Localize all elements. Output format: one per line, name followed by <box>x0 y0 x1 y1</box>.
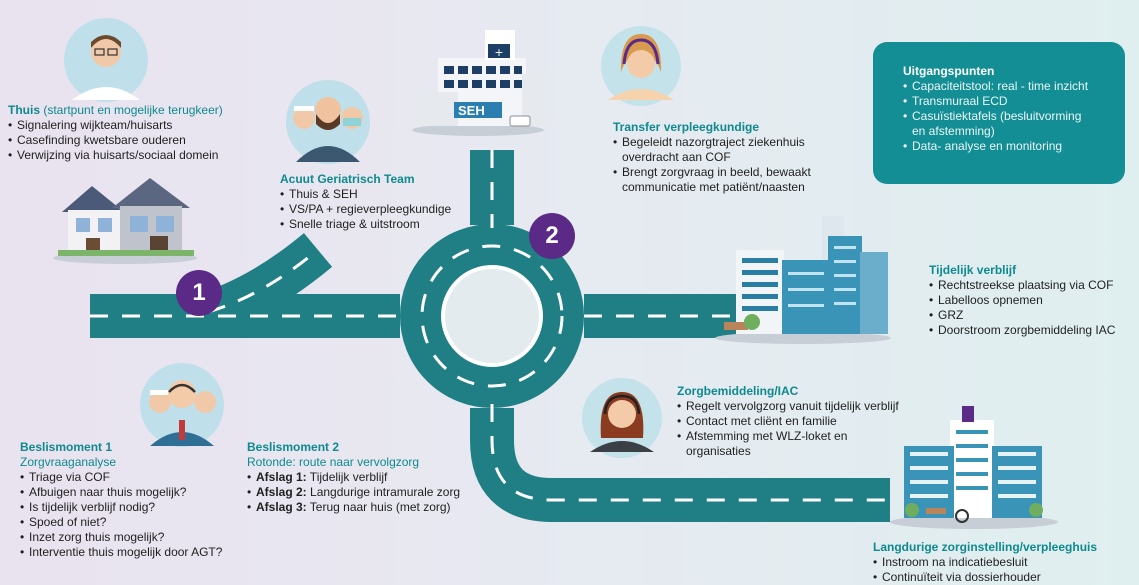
temporary-stay-building-icon <box>715 216 891 344</box>
agt-team-avatar <box>286 80 370 164</box>
afslag-label: Afslag 2: <box>256 485 307 499</box>
uitgangspunten-item: Data- analyse en monitoring <box>903 139 1115 154</box>
seh-sign: SEH <box>458 103 485 118</box>
tijdelijk-item: GRZ <box>929 308 1137 323</box>
tijdelijk-item: Labelloos opnemen <box>929 293 1137 308</box>
langdurig-block: Langdurige zorginstelling/verpleeghuis I… <box>873 540 1135 585</box>
agt-item: VS/PA + regieverpleegkundige <box>280 202 490 217</box>
road-network <box>90 150 890 522</box>
decision-moment-2-badge: 2 <box>529 213 575 259</box>
beslismoment-2-subtitle: Rotonde: route naar vervolgzorg <box>247 455 420 469</box>
zorgbemiddeling-item: Afstemming met WLZ-loket en <box>677 429 939 444</box>
beslismoment-1-subtitle: Zorgvraaganalyse <box>20 455 117 469</box>
afslag-label: Afslag 3: <box>256 500 307 514</box>
afslag-item: Afslag 3: Terug naar huis (met zorg) <box>247 500 497 515</box>
agt-item: Snelle triage & uitstroom <box>280 217 490 232</box>
transfer-item-continuation: overdracht aan COF <box>622 150 731 164</box>
decision-team-avatar <box>140 363 224 447</box>
decision-moment-1-badge: 1 <box>176 270 222 316</box>
afslag-label: Afslag 1: <box>256 470 307 484</box>
uitgangspunten-title: Uitgangspunten <box>903 64 995 78</box>
beslismoment-1-block: Beslismoment 1 Zorgvraaganalyse Triage v… <box>20 440 260 560</box>
transfer-nurse-avatar <box>601 26 681 106</box>
agt-title: Acuut Geriatrisch Team <box>280 172 415 186</box>
thuis-item: Casefinding kwetsbare ouderen <box>8 133 278 148</box>
transfer-title: Transfer verpleegkundige <box>613 120 760 134</box>
beslismoment-2-title: Beslismoment 2 <box>247 440 340 454</box>
house-icon <box>53 178 197 264</box>
uitgangspunten-item: Capaciteitstool: real - time inzicht <box>903 79 1115 94</box>
agt-item: Thuis & SEH <box>280 187 490 202</box>
uitgangspunten-item: Transmuraal ECD <box>903 94 1115 109</box>
transfer-item: Brengt zorgvraag in beeld, bewaakt <box>613 165 863 180</box>
nursing-home-building-icon <box>890 406 1058 529</box>
thuis-title-extra: (startpunt en mogelijke terugkeer) <box>40 103 223 117</box>
tijdelijk-item: Doorstroom zorgbemiddeling IAC <box>929 323 1137 338</box>
zorgbemiddeling-block: Zorgbemiddeling/IAC Regelt vervolgzorg v… <box>677 384 939 459</box>
tijdelijk-title: Tijdelijk verblijf <box>929 263 1017 277</box>
transfer-item: Begeleidt nazorgtraject ziekenhuis <box>613 135 863 150</box>
thuis-item: Verwijzing via huisarts/sociaal domein <box>8 148 278 163</box>
beslismoment-2-block: Beslismoment 2 Rotonde: route naar vervo… <box>247 440 497 515</box>
zorgbemiddeling-item-continuation: organisaties <box>686 444 751 458</box>
uitgangspunten-item-continuation: en afstemming) <box>912 124 995 138</box>
beslismoment-1-item: Inzet zorg thuis mogelijk? <box>20 530 260 545</box>
thuis-block: Thuis (startpunt en mogelijke terugkeer)… <box>8 103 278 163</box>
uitgangspunten-panel: Uitgangspunten Capaciteitstool: real - t… <box>873 42 1125 184</box>
agt-block: Acuut Geriatrisch Team Thuis & SEH VS/PA… <box>280 172 490 232</box>
thuis-title: Thuis <box>8 103 40 117</box>
transfer-block: Transfer verpleegkundige Begeleidt nazor… <box>613 120 863 195</box>
afslag-text: Terug naar huis (met zorg) <box>306 500 451 514</box>
beslismoment-1-item: Spoed of niet? <box>20 515 260 530</box>
langdurig-title: Langdurige zorginstelling/verpleeghuis <box>873 540 1098 554</box>
zorgbemiddeling-item: Regelt vervolgzorg vanuit tijdelijk verb… <box>677 399 939 414</box>
tijdelijk-item: Rechtstreekse plaatsing via COF <box>929 278 1137 293</box>
transfer-item-continuation: communicatie met patiënt/naasten <box>622 180 805 194</box>
thuis-item: Signalering wijkteam/huisarts <box>8 118 278 133</box>
langdurig-item: Continuïteit via dossierhouder <box>873 570 1135 585</box>
langdurig-item: Instroom na indicatiebesluit <box>873 555 1135 570</box>
beslismoment-1-item: Triage via COF <box>20 470 260 485</box>
beslismoment-1-item: Afbuigen naar thuis mogelijk? <box>20 485 260 500</box>
afslag-item: Afslag 1: Tijdelijk verblijf <box>247 470 497 485</box>
afslag-item: Afslag 2: Langdurige intramurale zorg <box>247 485 497 500</box>
uitgangspunten-item: Casuïstiektafels (besluitvorming <box>903 109 1115 124</box>
care-coordinator-avatar <box>582 378 662 458</box>
beslismoment-1-item: Is tijdelijk verblijf nodig? <box>20 500 260 515</box>
tijdelijk-block: Tijdelijk verblijf Rechtstreekse plaatsi… <box>929 263 1137 338</box>
zorgbemiddeling-title: Zorgbemiddeling/IAC <box>677 384 799 398</box>
svg-text:+: + <box>494 46 503 59</box>
zorgbemiddeling-item: Contact met cliënt en familie <box>677 414 939 429</box>
beslismoment-1-title: Beslismoment 1 <box>20 440 113 454</box>
afslag-text: Tijdelijk verblijf <box>306 470 388 484</box>
afslag-text: Langdurige intramurale zorg <box>306 485 461 499</box>
doctor-avatar <box>64 18 148 102</box>
beslismoment-1-item: Interventie thuis mogelijk door AGT? <box>20 545 260 560</box>
hospital-icon: + <box>412 30 550 136</box>
